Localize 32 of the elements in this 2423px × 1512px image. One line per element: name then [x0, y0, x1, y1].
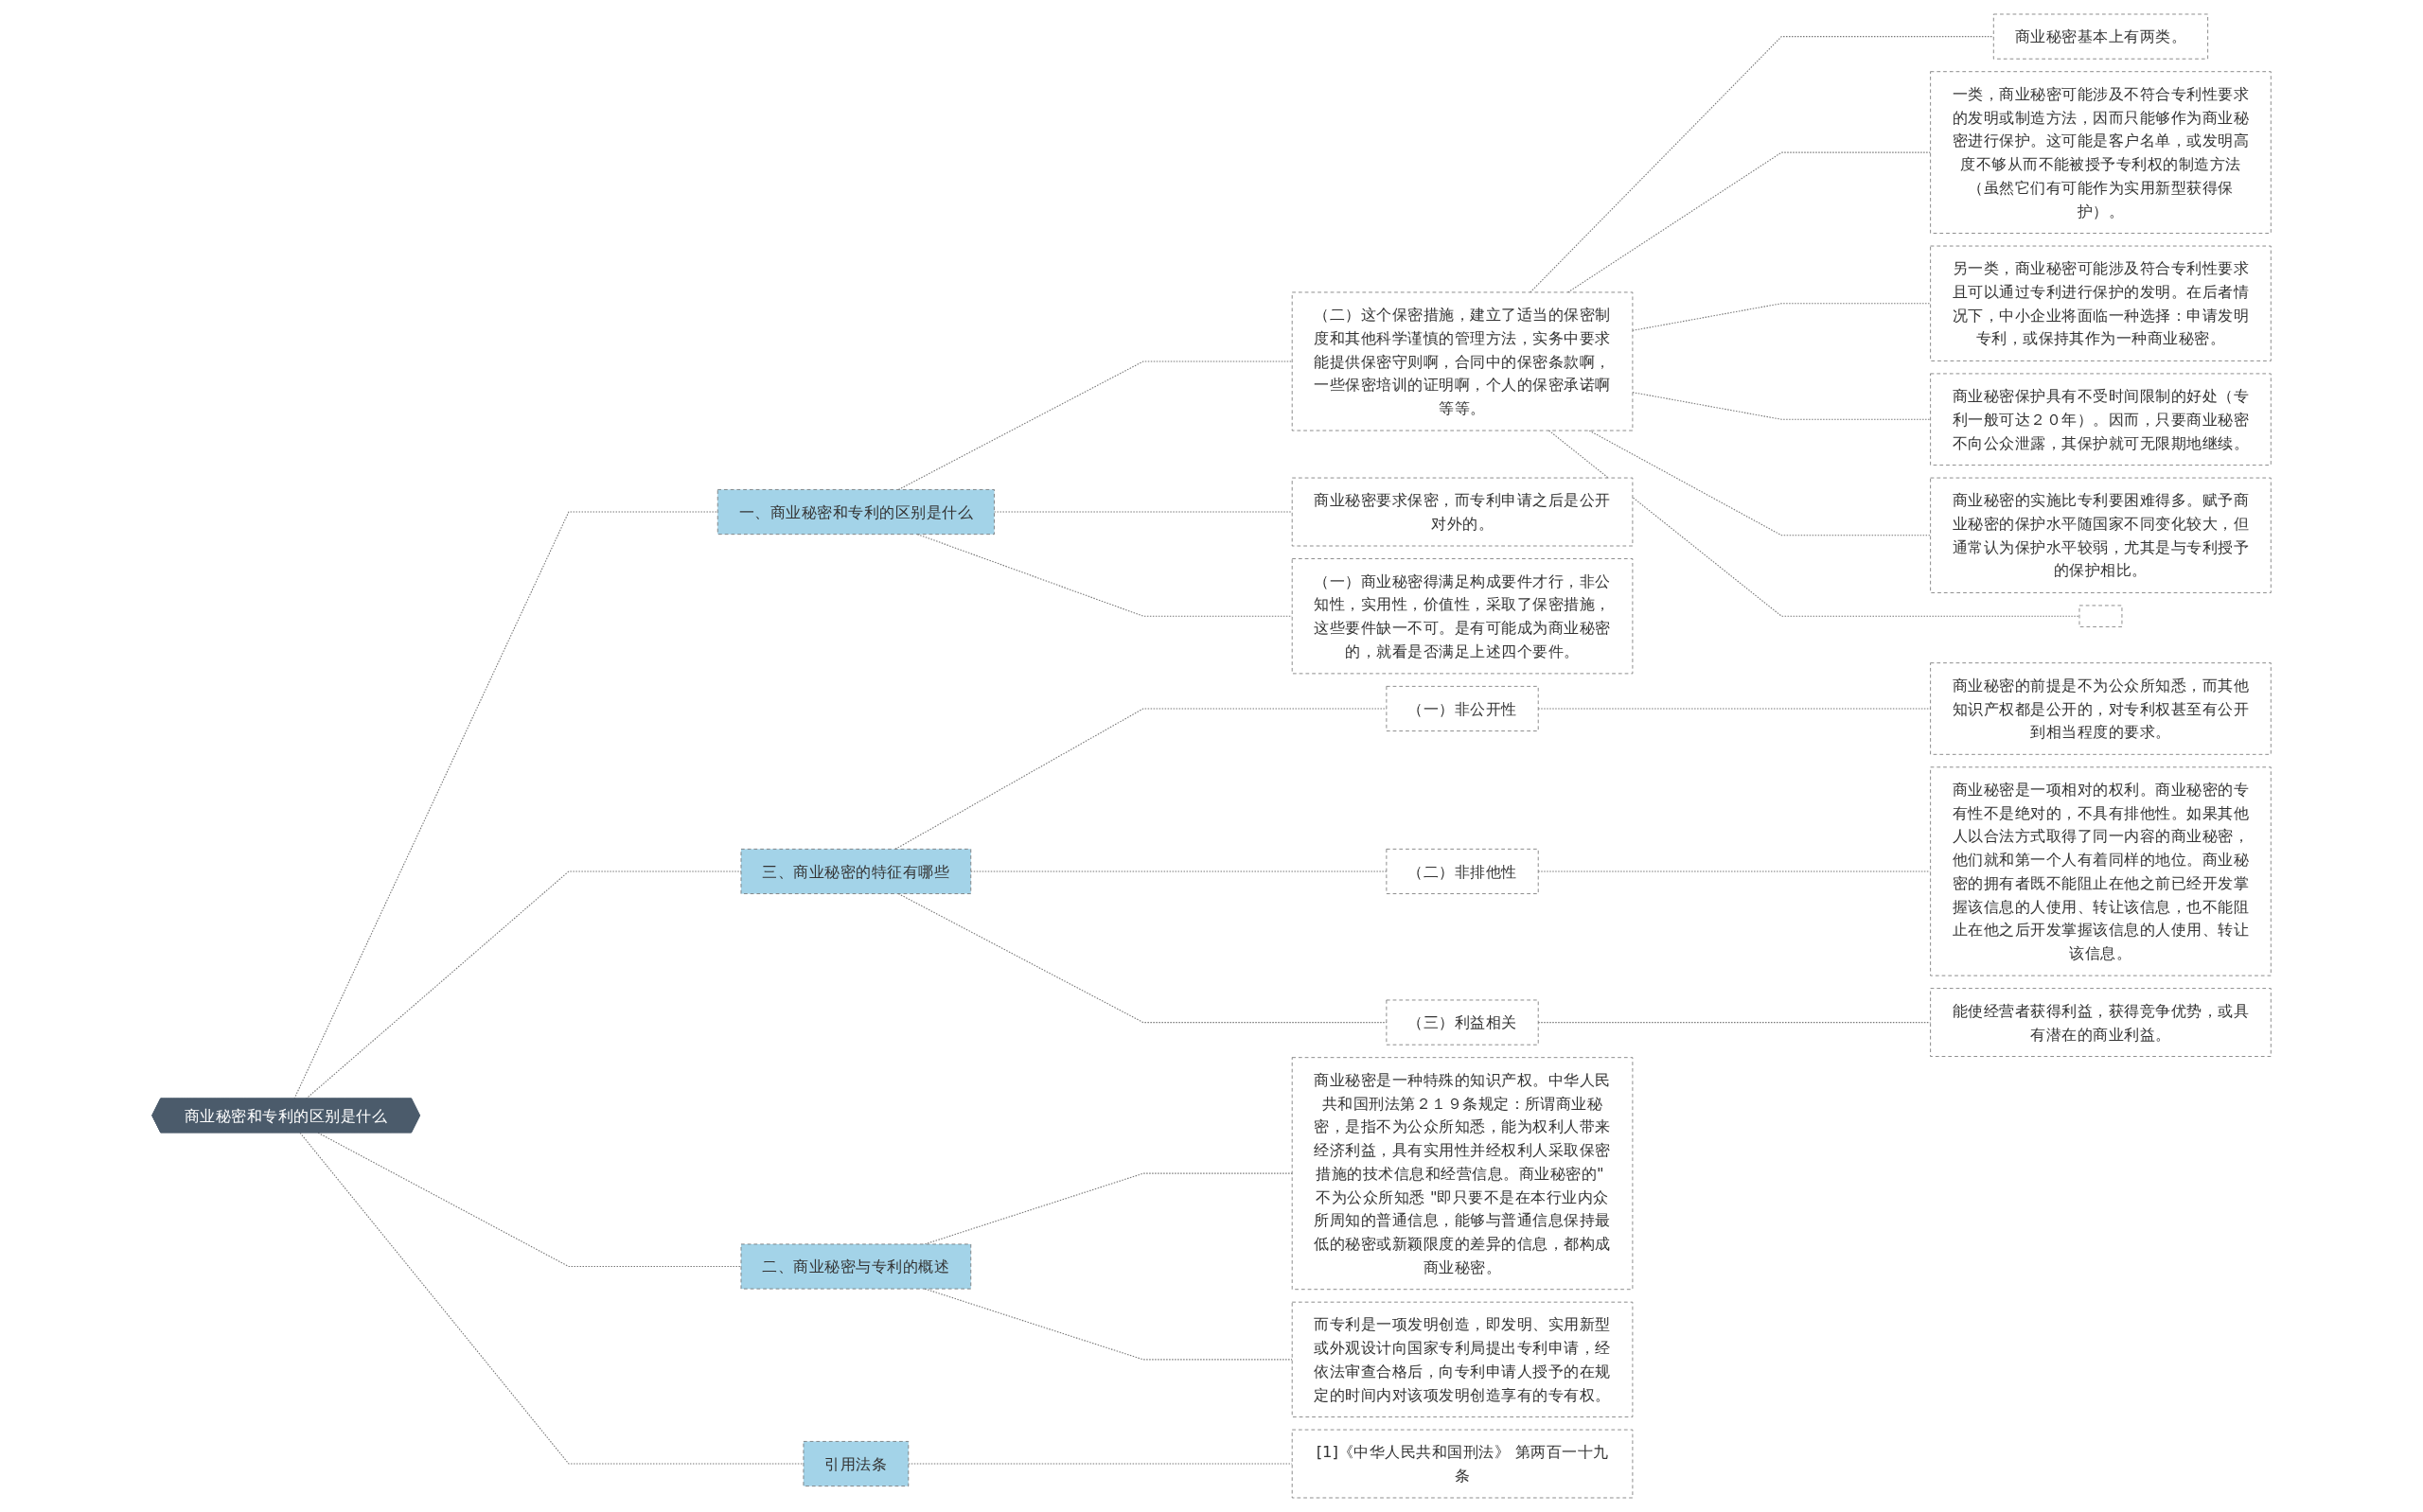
node-box: 引用法条: [803, 1441, 910, 1486]
connector: [1530, 36, 1994, 293]
connector: [1632, 392, 1932, 420]
node-box: 商业秘密的实施比专利要困难得多。赋予商业秘密的保护水平随国家不同变化较大，但通常认为保护水平较弱，尤其是与专利授予的保护相比。: [1930, 477, 2272, 593]
node-box: 商业秘密基本上有两类。: [1992, 13, 2208, 60]
node-box: （三）利益相关: [1386, 999, 1539, 1046]
connector: [293, 511, 718, 1099]
node-box: 三、商业秘密的特征有哪些: [740, 848, 972, 894]
node-box: （二）这个保密措施，建立了适当的保密制度和其他科学谨慎的管理方法，实务中要求能提供保密守则啊，合同中的保密条款啊，一些保密培训的证明啊，个人的保密承诺啊等等。: [1291, 291, 1634, 431]
connector: [908, 1463, 1293, 1465]
node-box: [2078, 605, 2123, 627]
node-box: 商业秘密是一种特殊的知识产权。中华人民共和国刑法第２１９条规定：所谓商业秘密，是指不为公众所知悉，能为权利人带来经济利益，具有实用性并经权利人采取保密措施的技术信息和经营信息。商业秘密的" 不为公众所知悉 "即只要不是在本行业内众所周知的普通信息，能够与普通信息保持最低的秘密或新颖限度的差异的信息，都构成商业秘密。: [1291, 1057, 1634, 1291]
node-box: [1]《中华人民共和国刑法》 第两百一十九条: [1291, 1429, 1634, 1499]
node-box: （一）商业秘密得满足构成要件才行，非公知性，实用性，价值性，采取了保密措施，这些要件缺一不可。是有可能成为商业秘密的，就看是否满足上述四个要件。: [1291, 558, 1634, 675]
node-box: 一类，商业秘密可能涉及不符合专利性要求的发明或制造方法，因而只能够作为商业秘密进行保护。这可能是客户名单，或发明高度不够从而不能被授予专利权的制造方法（虽然它们有可能作为实用新型获得保护）。: [1930, 71, 2272, 234]
connector: [1632, 303, 1932, 331]
node-box: 能使经营者获得利益，获得竞争优势，或具有潜在的商业利益。: [1930, 988, 2272, 1057]
node-box: 商业秘密要求保密，而专利申请之后是公开对外的。: [1291, 477, 1634, 547]
node-box: 另一类，商业秘密可能涉及符合专利性要求且可以通过专利进行保护的发明。在后者情况下，中小企业将面临一种选择：申请发明专利，或保持其作为一种商业秘密。: [1930, 245, 2272, 361]
node-box: （二）非排他性: [1386, 848, 1539, 894]
connector: [897, 360, 1293, 490]
connector: [1548, 430, 2080, 617]
node-box: 二、商业秘密与专利的概述: [740, 1243, 972, 1290]
connector: [317, 1132, 742, 1268]
node-box: 商业秘密保护具有不受时间限制的好处（专利一般可达２０年）。因而，只要商业秘密不向公众泄露，其保护就可无限期地继续。: [1930, 373, 2272, 466]
node-box: 一、商业秘密和专利的区别是什么: [716, 489, 995, 535]
connector: [299, 1132, 805, 1465]
node-box: 商业秘密的前提是不为公众所知悉，而其他知识产权都是公开的，对专利权甚至有公开到相当程度的要求。: [1930, 662, 2272, 755]
node-box: 商业秘密是一项相对的权利。商业秘密的专有性不是绝对的，不具有排他性。如果其他人以合法方式取得了同一内容的商业秘密，他们就和第一个人有着同样的地位。商业秘密的拥有者既不能阻止在他之前已经开发掌握该信息的人使用、转让该信息，也不能阻止在他之后开发掌握该信息的人使用、转让该信息。: [1930, 766, 2272, 976]
node-box: （一）非公开性: [1386, 686, 1539, 731]
node-box: 而专利是一项发明创造，即发明、实用新型或外观设计向国家专利局提出专利申请，经依法审查合格后，向专利申请人授予的在规定的时间内对该项发明创造享有的专有权。: [1291, 1301, 1634, 1417]
connector: [894, 708, 1388, 850]
